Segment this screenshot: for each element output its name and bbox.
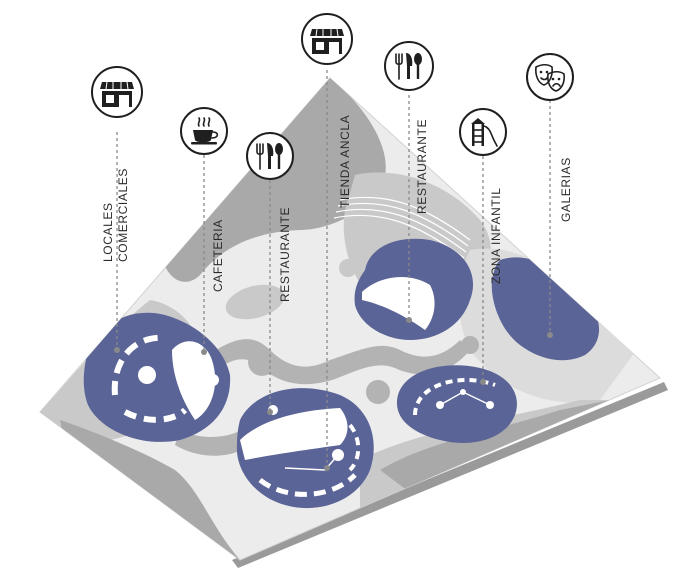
terrain-dot (339, 259, 357, 277)
label-tienda-ancla: TIENDA ANCLA (338, 115, 352, 208)
label-locales: LOCALES COMERCIALES (101, 168, 130, 262)
terrain-small-blob (225, 284, 285, 320)
zone-restaurante-norte (354, 238, 474, 340)
circulation-path (175, 336, 479, 456)
slide-icon (459, 108, 507, 156)
theater-masks-icon (526, 53, 574, 101)
label-restaurante-2: RESTAURANTE (415, 119, 429, 214)
storefront-icon (91, 66, 143, 118)
label-restaurante-1: RESTAURANTE (278, 207, 292, 302)
label-cafeteria: CAFETERIA (211, 219, 225, 292)
label-galerias: GALERIAS (559, 157, 573, 222)
cutlery-icon (384, 41, 434, 91)
zone-locales-comerciales (83, 312, 231, 442)
leader-lines (114, 70, 553, 471)
zone-labels: LOCALES COMERCIALES CAFETERIA RESTAURANT… (101, 115, 573, 302)
storefront-icon (301, 13, 353, 65)
label-zona-infantil: ZONA INFANTIL (489, 188, 503, 284)
cutlery-icon (246, 132, 294, 180)
zone-galerias (491, 257, 600, 361)
coffee-cup-icon (180, 107, 228, 155)
zone-tienda-ancla (236, 388, 374, 509)
terrain-north (160, 78, 386, 282)
